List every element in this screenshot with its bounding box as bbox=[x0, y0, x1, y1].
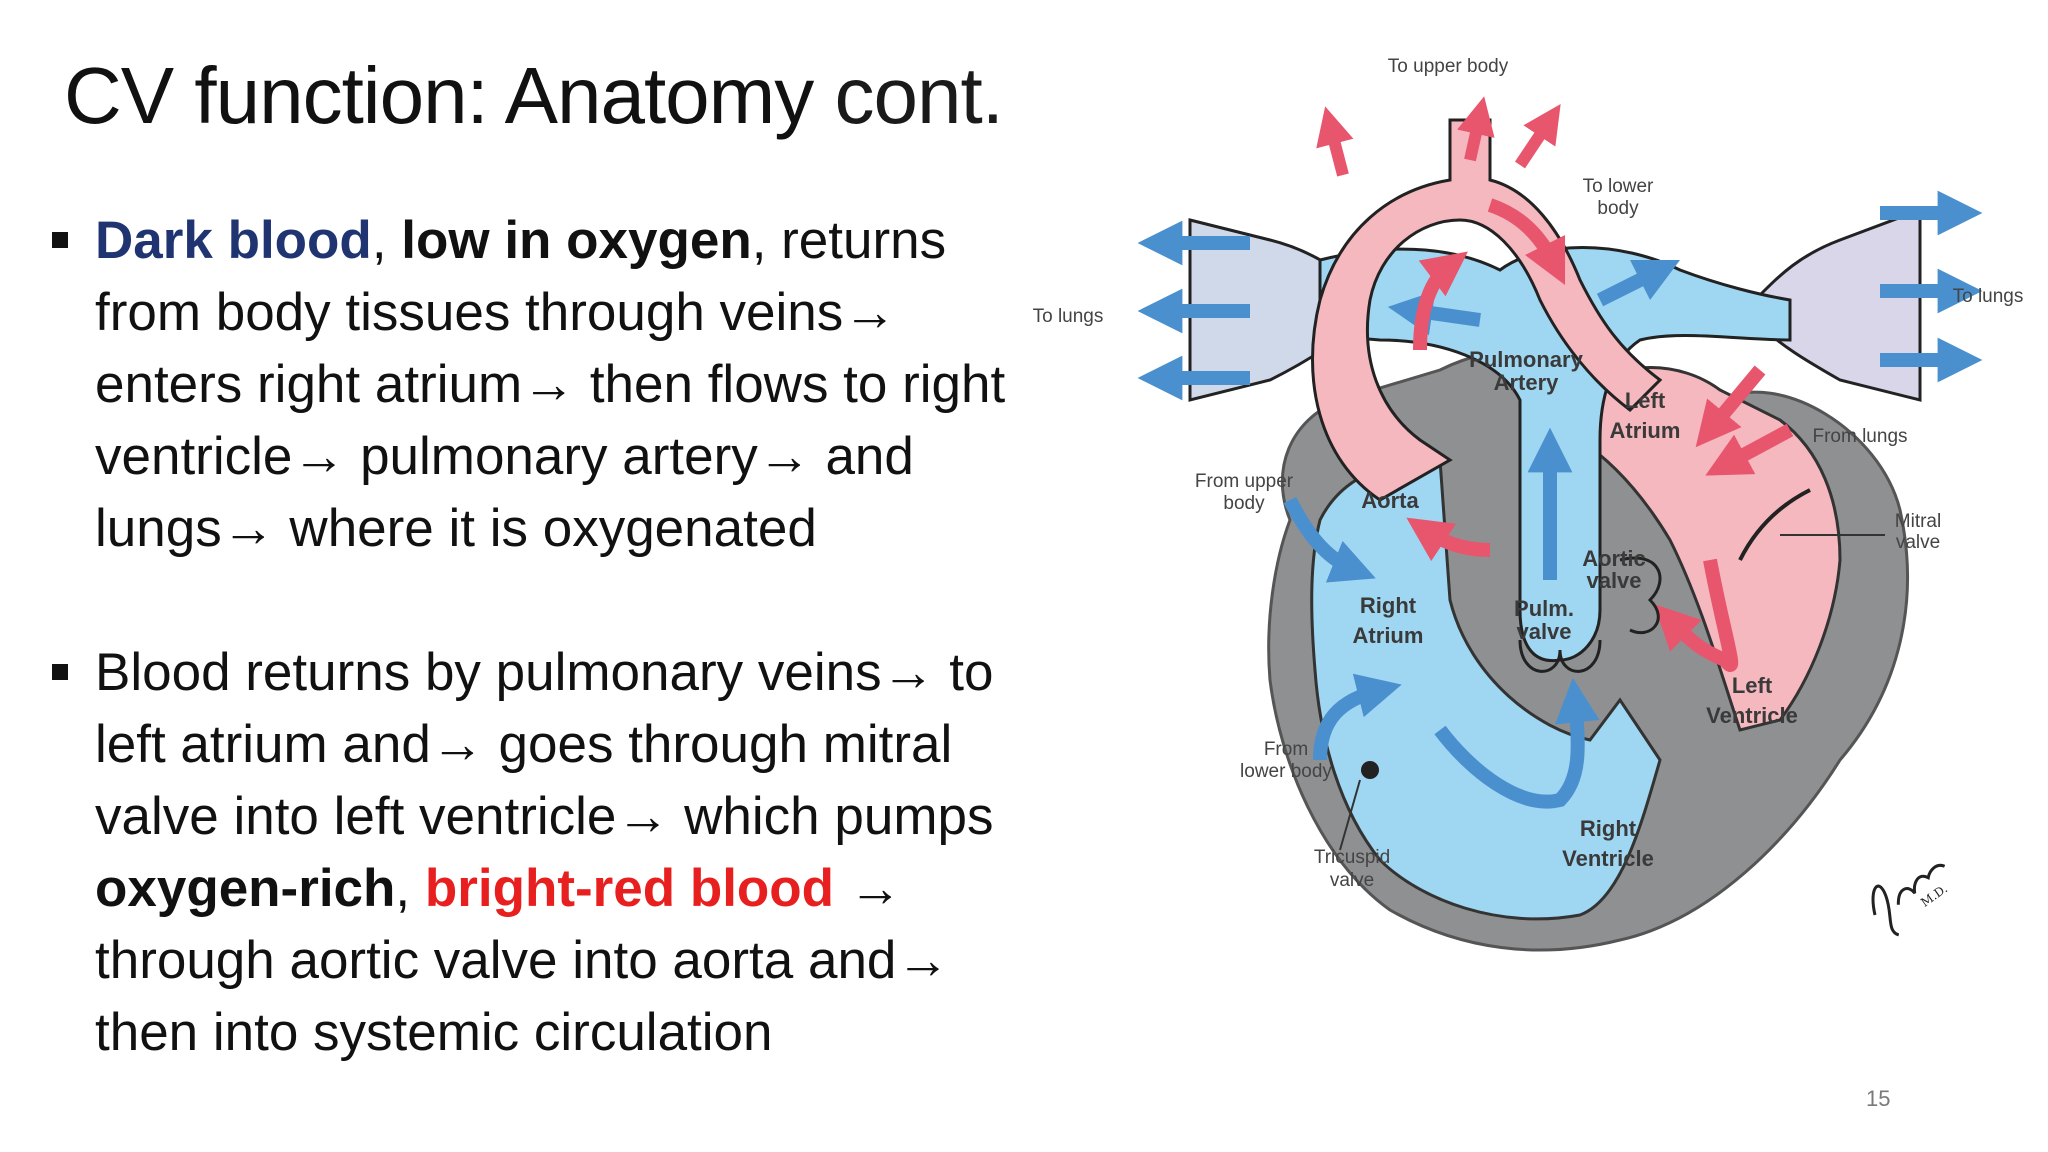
bullet-line: enters right atrium→ then flows to right bbox=[95, 349, 1090, 421]
left-heart-chambers bbox=[1578, 366, 1842, 732]
text-run: low in oxygen bbox=[401, 211, 752, 270]
text-run: Dark blood bbox=[95, 211, 372, 270]
bullet-marker bbox=[52, 232, 68, 248]
right-heart-chambers bbox=[1310, 458, 1662, 921]
label-pulm-valve: Pulm. bbox=[1514, 596, 1574, 621]
text-run: left atrium and→ goes through mitral bbox=[95, 715, 953, 774]
bullet-line: Dark blood, low in oxygen, returns bbox=[95, 205, 1090, 277]
flow-arrow-red bbox=[1457, 96, 1495, 162]
flow-arrow-red bbox=[1316, 106, 1354, 177]
page-number: 15 bbox=[1866, 1086, 1891, 1111]
label-tricuspid-valve: Tricuspid bbox=[1314, 847, 1390, 868]
label-to-lungs-left: To lungs bbox=[1033, 306, 1104, 327]
bullet-line: lungs→ where it is oxygenated bbox=[95, 493, 1090, 565]
flow-arrow-red bbox=[1487, 198, 1566, 286]
text-run: Blood returns by pulmonary veins→ to bbox=[95, 643, 994, 702]
label-mitral-valve: valve bbox=[1896, 532, 1940, 553]
bullet-line: left atrium and→ goes through mitral bbox=[95, 709, 1090, 781]
heart-diagram: To upper body To lower body To lungs To … bbox=[1033, 56, 2024, 952]
flow-arrow-blue bbox=[1283, 496, 1376, 583]
bullet-item-deoxygenated: Dark blood, low in oxygen, returns from … bbox=[50, 205, 1090, 565]
label-aorta: Aorta bbox=[1361, 488, 1419, 513]
aortic-valve bbox=[1619, 556, 1662, 635]
flow-arrow-blue bbox=[1434, 677, 1600, 809]
label-right-atrium: Right bbox=[1360, 593, 1417, 618]
label-right-atrium: Atrium bbox=[1353, 623, 1424, 648]
text-run: valve into left ventricle→ which pumps bbox=[95, 787, 994, 846]
pulmonary-valve bbox=[1518, 639, 1602, 673]
label-pulm-valve: valve bbox=[1516, 619, 1571, 644]
label-left-atrium: Left bbox=[1625, 388, 1666, 413]
label-pulmonary-artery: Pulmonary bbox=[1469, 347, 1583, 372]
bullet-line: from body tissues through veins→ bbox=[95, 277, 1090, 349]
netter-signature: M.D. bbox=[1871, 863, 1950, 937]
bullet-marker bbox=[52, 664, 68, 680]
flow-arrow-red bbox=[1654, 558, 1739, 673]
label-from-lungs: From lungs bbox=[1812, 426, 1907, 447]
label-aortic-valve: valve bbox=[1586, 568, 1641, 593]
text-run: , bbox=[395, 859, 425, 918]
label-right-ventricle: Right bbox=[1580, 816, 1637, 841]
label-left-atrium: Atrium bbox=[1610, 418, 1681, 443]
text-run: ventricle→ pulmonary artery→ and bbox=[95, 427, 914, 486]
label-aortic-valve: Aortic bbox=[1582, 546, 1646, 571]
text-run: bright-red blood bbox=[424, 859, 835, 918]
title-suffix: cont. bbox=[813, 51, 1004, 140]
text-run: enters right atrium→ then flows to right bbox=[95, 355, 1006, 414]
bullet-line: through aortic valve into aorta and→ bbox=[95, 925, 1090, 997]
label-left-ventricle: Ventricle bbox=[1706, 703, 1798, 728]
slide-title: CV function: Anatomy cont. bbox=[64, 51, 1004, 140]
text-run: from body tissues through veins→ bbox=[95, 283, 897, 342]
bullet-line: Blood returns by pulmonary veins→ to bbox=[95, 637, 1090, 709]
label-to-lungs-right: To lungs bbox=[1953, 286, 2024, 307]
tricuspid-valve bbox=[1361, 761, 1379, 779]
label-tricuspid-valve: valve bbox=[1330, 870, 1374, 891]
label-mitral-valve: Mitral bbox=[1895, 511, 1941, 532]
label-right-ventricle: Ventricle bbox=[1562, 846, 1654, 871]
text-run: through aortic valve into aorta and→ bbox=[95, 931, 950, 990]
flow-arrow-red bbox=[1705, 423, 1794, 476]
mitral-valve bbox=[1738, 488, 1811, 561]
flow-arrow-red bbox=[1406, 517, 1491, 562]
text-run: then into systemic circulation bbox=[95, 1003, 773, 1062]
flow-arrow-blue bbox=[1596, 259, 1681, 307]
text-run: → bbox=[834, 859, 902, 918]
label-to-lower-body: body bbox=[1597, 198, 1639, 219]
aorta bbox=[1311, 118, 1663, 502]
bullet-line: then into systemic circulation bbox=[95, 997, 1090, 1069]
title-main: CV function: Anatomy bbox=[64, 51, 814, 140]
text-run: , bbox=[371, 211, 402, 270]
label-to-upper-body: To upper body bbox=[1388, 56, 1509, 77]
label-from-upper-body: From upper bbox=[1195, 471, 1294, 492]
bullet-item-oxygenated: Blood returns by pulmonary veins→ to lef… bbox=[50, 637, 1090, 1069]
label-pulmonary-artery: Artery bbox=[1494, 370, 1560, 395]
text-run: lungs→ where it is oxygenated bbox=[95, 499, 817, 558]
label-left-ventricle: Left bbox=[1732, 673, 1773, 698]
label-to-lower-body: To lower bbox=[1583, 176, 1654, 197]
bullet-line: oxygen-rich, bright-red blood → bbox=[95, 853, 1090, 925]
tricuspid-valve-leader bbox=[1339, 779, 1361, 851]
label-from-lower-body: lower body bbox=[1240, 761, 1332, 782]
text-run: oxygen-rich bbox=[95, 859, 396, 918]
text-run: , returns bbox=[751, 211, 947, 270]
bullet-line: valve into left ventricle→ which pumps bbox=[95, 781, 1090, 853]
label-from-upper-body: body bbox=[1223, 493, 1265, 514]
bullet-list: Dark blood, low in oxygen, returns from … bbox=[50, 205, 1090, 1069]
flow-arrow-red bbox=[1413, 251, 1468, 351]
flow-arrow-red bbox=[1515, 104, 1561, 169]
bullet-line: ventricle→ pulmonary artery→ and bbox=[95, 421, 1090, 493]
flow-arrow-red bbox=[1695, 365, 1766, 448]
svg-text:M.D.: M.D. bbox=[1918, 882, 1950, 910]
flow-arrow-blue bbox=[1313, 673, 1402, 761]
label-from-lower-body: From bbox=[1264, 739, 1308, 760]
